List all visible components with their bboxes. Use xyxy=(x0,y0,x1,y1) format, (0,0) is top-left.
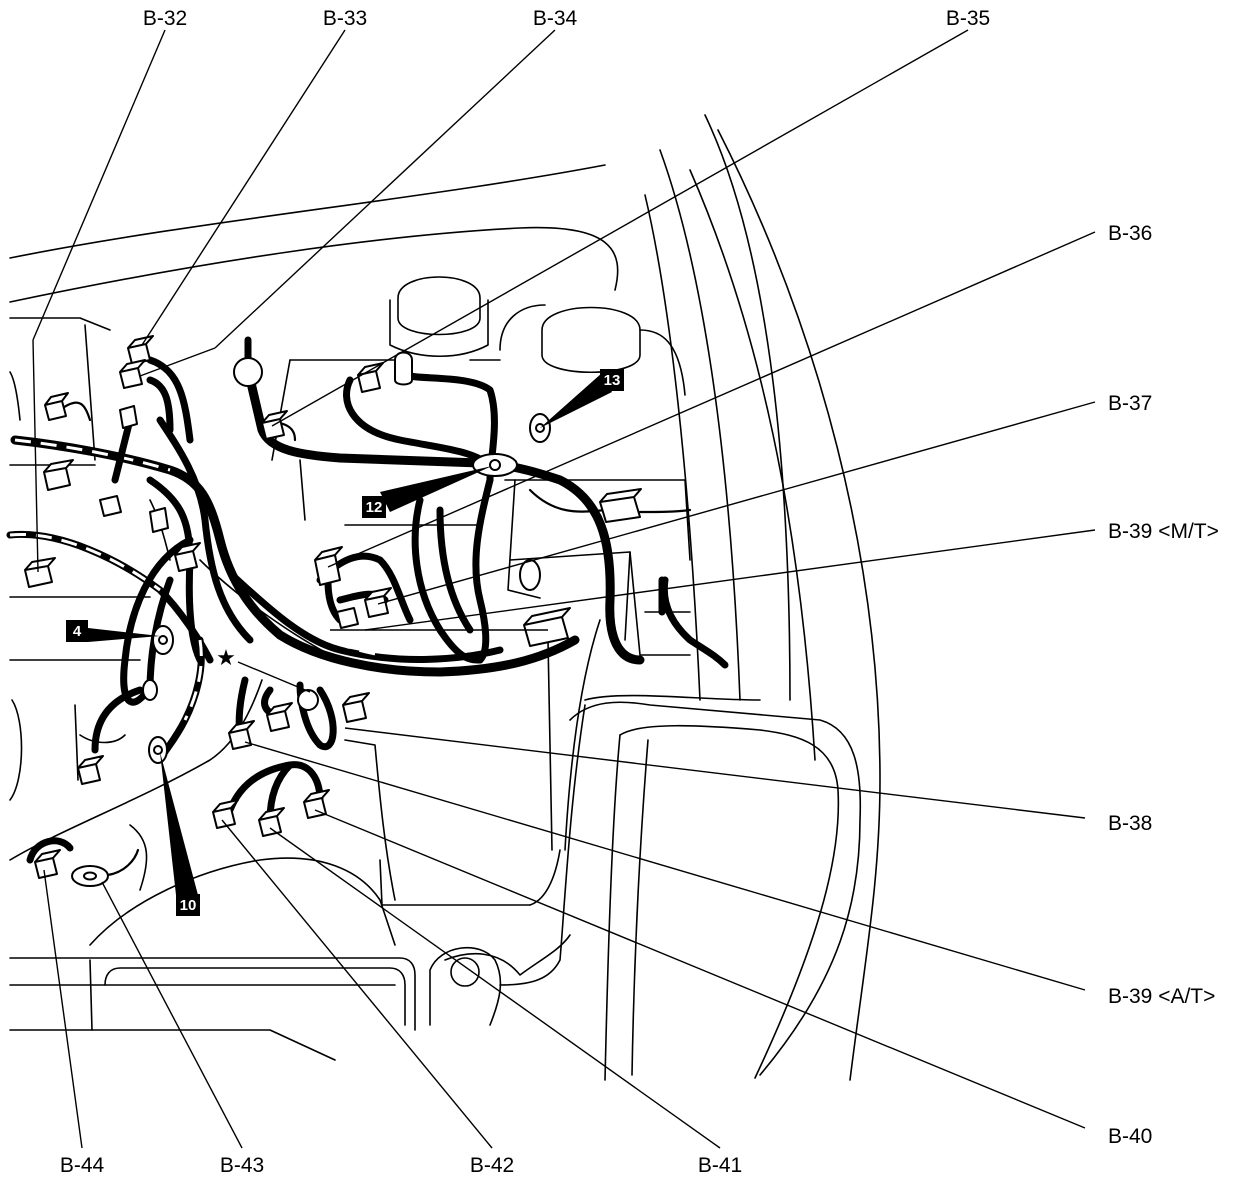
connector-b33-shape xyxy=(127,335,154,365)
badge-13-text: 13 xyxy=(604,372,621,389)
connector-b34-shape xyxy=(119,359,146,389)
badge-10-text: 10 xyxy=(180,897,197,914)
star-marker: ★ xyxy=(216,645,236,670)
connector-b39mt-shape xyxy=(523,607,571,647)
label-b34: B-34 xyxy=(533,7,578,30)
badge-13: 13 xyxy=(600,369,624,391)
label-b32: B-32 xyxy=(143,7,187,30)
badge-4-text: 4 xyxy=(73,623,82,640)
label-b37: B-37 xyxy=(1108,392,1152,415)
connector-b37-shape xyxy=(364,587,392,618)
label-b41: B-41 xyxy=(698,1154,742,1177)
badge-12: 12 xyxy=(362,496,386,518)
badge-pointers xyxy=(88,373,612,895)
b38-ring xyxy=(297,689,319,711)
label-b38: B-38 xyxy=(1108,812,1152,835)
labels: B-32 B-33 B-34 B-35 B-36 B-37 B-39 <M/T>… xyxy=(60,7,1219,1177)
connector-b39at-shape xyxy=(228,720,255,750)
connector-b32-shape xyxy=(24,557,56,588)
badge-4: 4 xyxy=(66,620,88,642)
label-b35: B-35 xyxy=(946,7,990,30)
badge-12-text: 12 xyxy=(366,499,383,516)
label-b39-at: B-39 <A/T> xyxy=(1108,985,1215,1008)
leader-lines xyxy=(32,29,1096,1149)
label-b36: B-36 xyxy=(1108,222,1152,245)
connectors xyxy=(24,335,642,887)
connector-b38-shape xyxy=(342,692,370,723)
body-outlines xyxy=(9,114,881,1081)
label-b33: B-33 xyxy=(323,7,367,30)
connector-b42-shape xyxy=(212,799,239,829)
label-b39-mt: B-39 <M/T> xyxy=(1108,520,1219,543)
label-b42: B-42 xyxy=(470,1154,514,1177)
connector-b41-shape xyxy=(258,807,285,837)
label-b44: B-44 xyxy=(60,1154,105,1177)
badge-10: 10 xyxy=(176,894,200,916)
label-b40: B-40 xyxy=(1108,1125,1152,1148)
connector-b44-shape xyxy=(34,849,61,879)
connector-b36-shape xyxy=(314,546,343,586)
label-b43: B-43 xyxy=(220,1154,264,1177)
